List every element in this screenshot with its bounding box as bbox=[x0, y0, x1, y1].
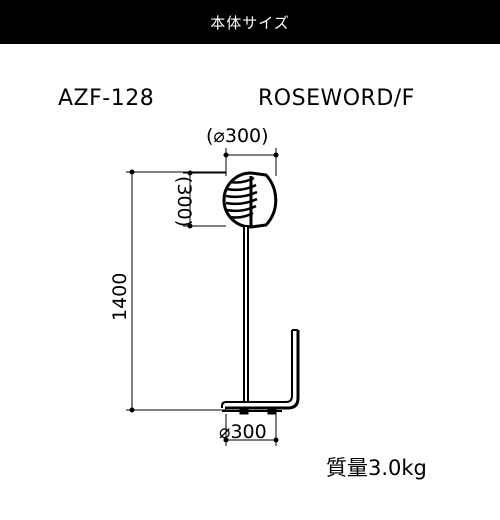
head-width-label: (⌀300) bbox=[206, 125, 269, 147]
coat-stand-illustration bbox=[221, 171, 300, 415]
model-code: AZF-128 bbox=[58, 86, 155, 111]
model-name: ROSEWORD/F bbox=[258, 86, 415, 111]
weight-label: 質量3.0kg bbox=[326, 456, 427, 480]
total-height-label: 1400 bbox=[109, 273, 131, 321]
head-height-label: (300) bbox=[173, 176, 195, 227]
base bbox=[225, 330, 300, 410]
page-title: 本体サイズ bbox=[210, 13, 290, 32]
main-pole bbox=[243, 225, 249, 403]
header-bar: 本体サイズ bbox=[0, 0, 500, 44]
base-width-label: ⌀300 bbox=[219, 421, 267, 443]
